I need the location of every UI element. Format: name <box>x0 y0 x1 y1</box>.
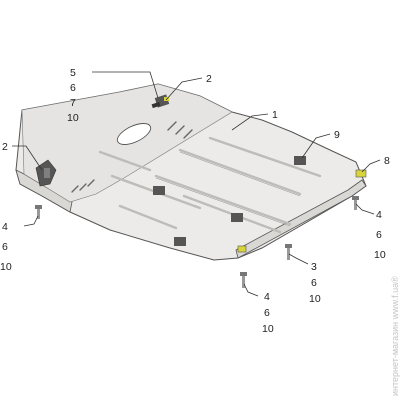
callout-number: 6 <box>2 241 8 253</box>
callout-4-6-10-right: 4 6 10 <box>374 209 386 261</box>
callout-3-6-10: 3 6 10 <box>309 261 321 305</box>
callout-number: 6 <box>376 229 382 241</box>
callout-1: 1 <box>272 109 278 121</box>
callout-number: 7 <box>70 97 76 109</box>
mount-pad-center-left <box>153 186 165 195</box>
callout-2-left: 2 <box>2 141 8 153</box>
callout-number: 6 <box>311 277 317 289</box>
callout-5-6-7-10: 5 6 7 10 <box>67 67 79 124</box>
mount-pad-center-right <box>231 213 243 222</box>
callout-number: 6 <box>264 307 270 319</box>
callout-4-6-10-bottom: 4 6 10 <box>262 291 274 335</box>
callout-9: 9 <box>334 129 340 141</box>
callout-8: 8 <box>384 155 390 167</box>
callout-number: 10 <box>262 323 274 335</box>
mount-pad-9 <box>294 156 306 165</box>
callout-number: 6 <box>70 82 76 94</box>
fastener-left <box>35 205 42 219</box>
mount-pad-bottom <box>174 237 186 246</box>
plate-ribs <box>98 136 322 234</box>
callout-number: 10 <box>0 261 12 273</box>
callout-number: 4 <box>264 291 270 303</box>
callout-number: 5 <box>70 67 76 79</box>
front-vent-slots <box>167 121 193 139</box>
bolt-lower-right <box>237 245 247 253</box>
callout-4-6-10-left: 4 6 10 <box>0 221 12 273</box>
mount-bracket-left <box>35 159 57 187</box>
fastener-right <box>352 196 359 210</box>
left-vent-slots <box>71 179 95 193</box>
callout-number: 10 <box>309 293 321 305</box>
callout-number: 10 <box>374 249 386 261</box>
plate-rib-outlines <box>155 151 301 227</box>
watermark: интернет-магазин www.f.ua® <box>390 276 400 396</box>
fastener-bottom <box>240 272 247 288</box>
callout-2-top: 2 <box>206 73 212 85</box>
callout-number: 4 <box>2 221 8 233</box>
callout-number: 10 <box>67 112 79 124</box>
drain-hole <box>116 123 152 145</box>
callout-number: 3 <box>311 261 317 273</box>
callout-number: 4 <box>376 209 382 221</box>
fastener-mid <box>285 244 292 260</box>
leader-lines <box>12 71 381 297</box>
bolt-8 <box>355 169 367 178</box>
